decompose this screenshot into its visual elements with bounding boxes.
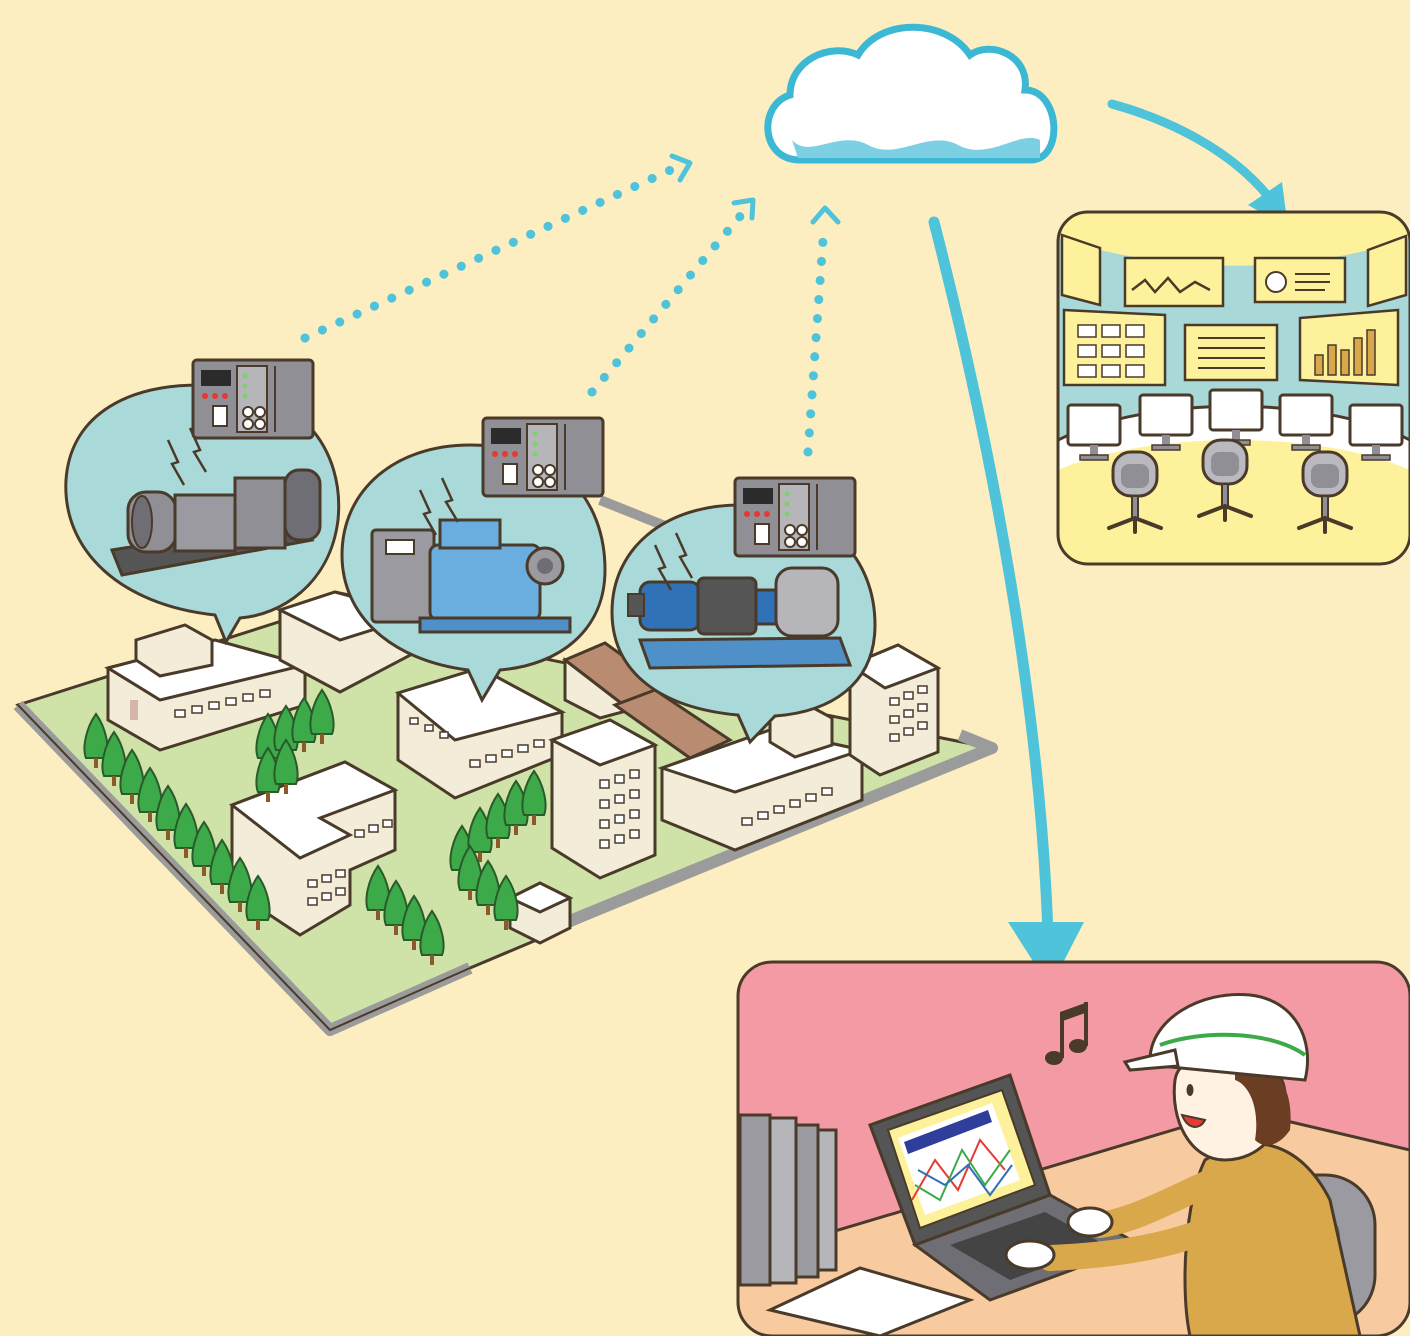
signal-icon [653,544,673,591]
pump-machine-icon [370,518,572,634]
signal-icon [440,477,460,523]
arrow-head-icon [669,153,693,183]
signal-icon [418,489,438,536]
plc-controller-icon [481,416,605,498]
machine-3-bubble [610,476,877,745]
engineer-figure [1004,992,1362,1336]
link-machine-2-cloud [587,197,756,397]
machine-1-bubble [64,358,341,646]
building [548,718,659,880]
binders [738,1113,838,1287]
laptop [868,1073,1144,1302]
warehouse [562,641,734,760]
arrow-cloud-to-control-room [1107,99,1288,228]
plc-controller-icon [733,476,857,558]
engineer-laptop-icon [736,960,1410,1336]
building [506,881,574,945]
arrow-cloud-to-remote-worker [928,216,1084,988]
control-room-icon [1056,210,1410,566]
arrow-head-icon [810,205,841,225]
link-machine-3-cloud [803,205,841,457]
link-machine-1-cloud [300,153,693,343]
dotted-links [300,153,841,457]
signal-icon [674,532,694,579]
building [846,643,942,777]
plc-controller-icon [191,358,315,440]
machine-2-bubble [340,416,607,704]
arrow-head-icon [731,197,756,221]
music-note-icon [1045,1002,1088,1065]
motor-generator-icon [109,468,322,577]
cloud-icon [764,23,1058,164]
signal-icon [166,439,186,486]
building [394,666,567,800]
blue-motor-icon [627,566,853,670]
building [657,703,868,852]
